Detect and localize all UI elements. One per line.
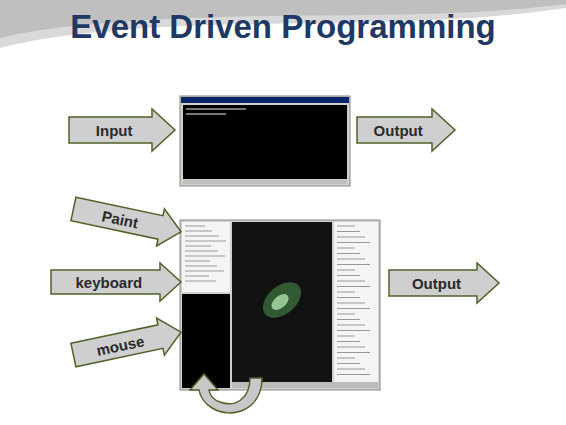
header-swoosh	[0, 0, 566, 48]
block-arrow: Output	[356, 108, 456, 152]
gui-window	[180, 220, 380, 390]
arrow-label: keyboard	[54, 262, 164, 302]
arrow-label: mouse	[72, 316, 168, 374]
console-window	[180, 96, 350, 186]
arrow-label: Paint	[72, 190, 168, 248]
block-arrow: Input	[68, 108, 176, 152]
arrow-label: Output	[392, 262, 481, 304]
block-arrow: mouse	[68, 312, 186, 374]
block-arrow: Paint	[68, 189, 186, 251]
block-arrow: Output	[388, 262, 500, 304]
loop-arrow	[190, 374, 262, 413]
arrow-label: Output	[360, 108, 436, 152]
arrow-label: Input	[72, 108, 156, 152]
slide-title: Event Driven Programming	[0, 8, 566, 46]
block-arrow: keyboard	[50, 262, 182, 302]
